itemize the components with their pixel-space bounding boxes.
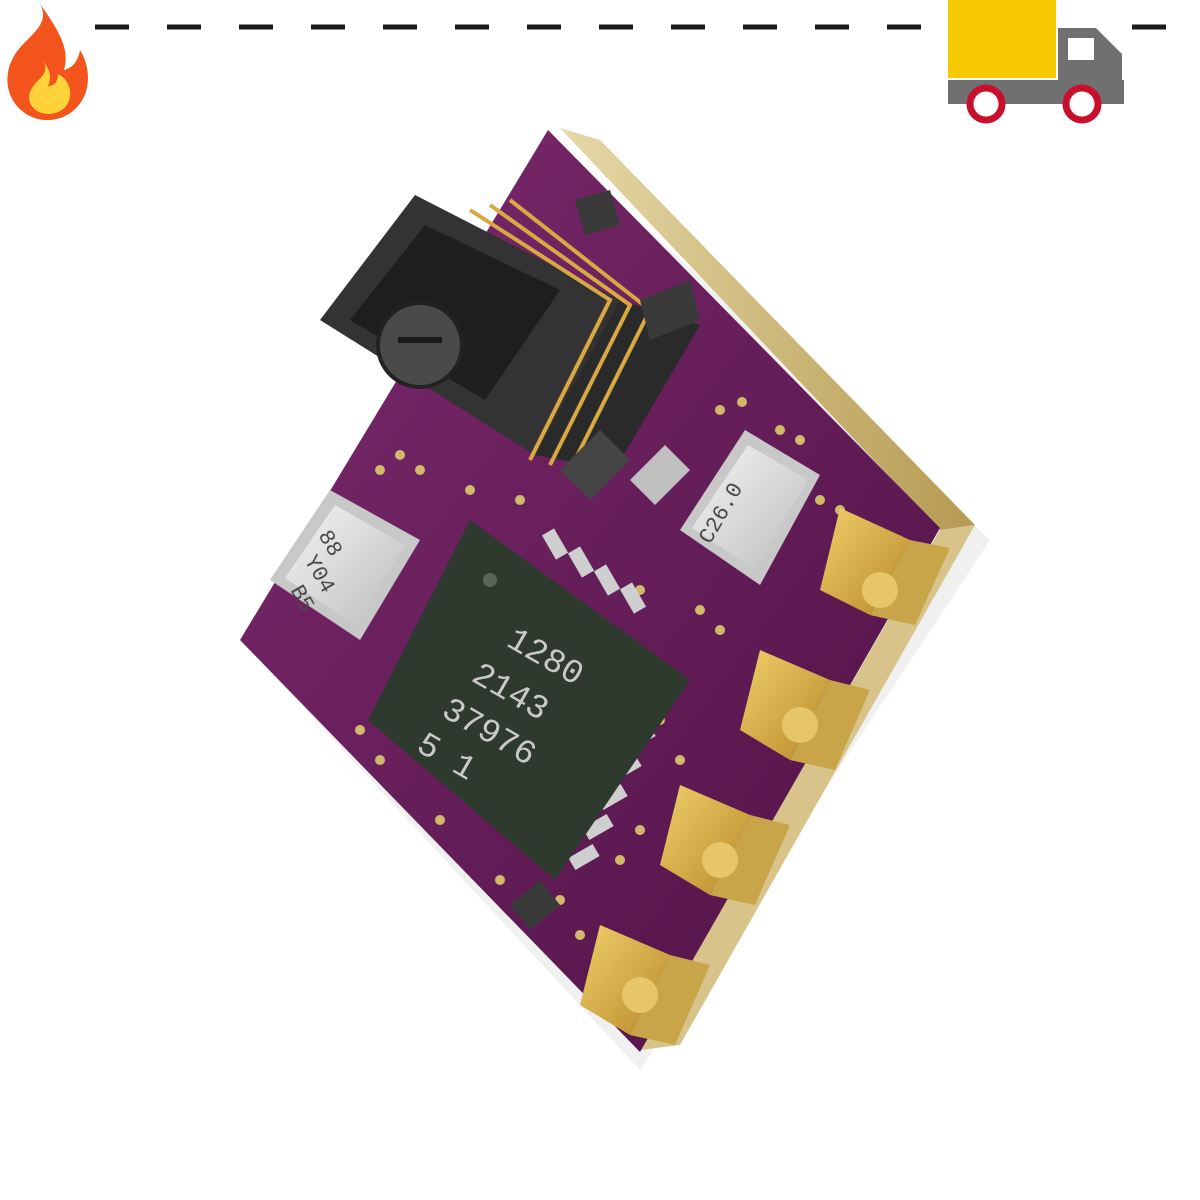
delivery-truck-icon — [948, 0, 1124, 124]
fire-icon — [7, 4, 89, 121]
crystal-left: 88 Y04 B5 — [270, 490, 420, 640]
antenna-connector — [320, 195, 700, 471]
castellated-pads — [580, 508, 950, 1045]
passive-components — [510, 190, 700, 930]
dashed-divider — [95, 24, 1200, 30]
main-ic: 1280 2143 37976 5 1 — [368, 520, 690, 880]
board-edge — [560, 128, 975, 530]
